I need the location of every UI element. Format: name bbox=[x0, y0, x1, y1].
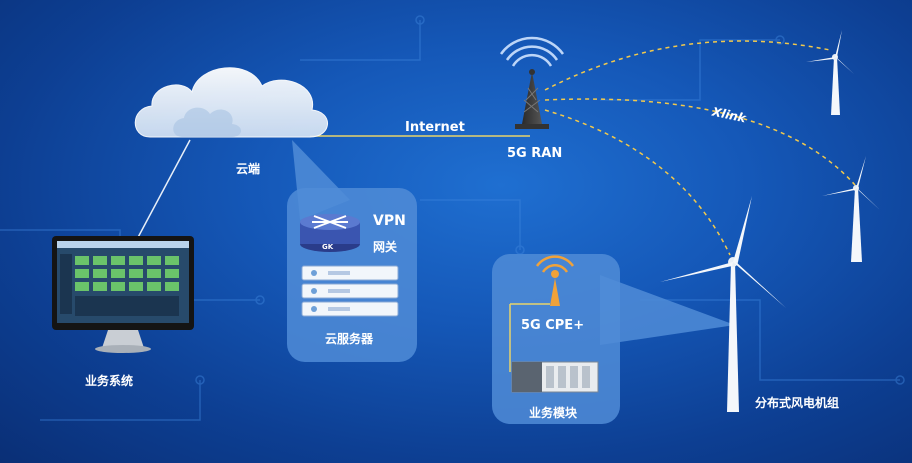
cpe-antenna-icon bbox=[509, 255, 575, 372]
gateway-label: 网关 bbox=[373, 240, 398, 254]
business-module-label: 业务模块 bbox=[529, 406, 578, 420]
system-cloud-link bbox=[134, 139, 191, 244]
radio-tower-icon bbox=[499, 36, 565, 129]
cloud-label: 云端 bbox=[236, 162, 261, 176]
internet-label: Internet bbox=[405, 120, 465, 135]
wind-turbine-small-icon-2 bbox=[822, 156, 880, 262]
wind-turbine-small-icon-1 bbox=[806, 30, 854, 115]
circuit-background bbox=[0, 15, 905, 421]
xlink-dashed-link-1 bbox=[544, 40, 831, 91]
xlink-dashed-link-3 bbox=[544, 109, 731, 256]
cloud-server-label: 云服务器 bbox=[325, 332, 374, 346]
cpe-callout-pointer bbox=[600, 275, 735, 345]
xlink-dashed-link-2 bbox=[544, 98, 856, 186]
business-module-device-icon bbox=[511, 361, 599, 393]
gk-label: GK bbox=[322, 243, 334, 251]
cpe-label: 5G CPE+ bbox=[521, 318, 585, 333]
cloud-icon bbox=[134, 67, 328, 138]
server-stack-icon bbox=[301, 265, 399, 317]
wind-turbine-large-icon bbox=[660, 196, 786, 412]
cloud-callout-pointer bbox=[292, 140, 350, 220]
business-system-label: 业务系统 bbox=[85, 374, 134, 388]
business-module-panel bbox=[492, 254, 620, 424]
vpn-label: VPN bbox=[373, 213, 406, 229]
ran-label: 5G RAN bbox=[507, 146, 563, 161]
monitor-icon bbox=[52, 236, 194, 353]
wind-turbine-label: 分布式风电机组 bbox=[755, 396, 840, 410]
vpn-gateway-icon bbox=[300, 214, 360, 252]
